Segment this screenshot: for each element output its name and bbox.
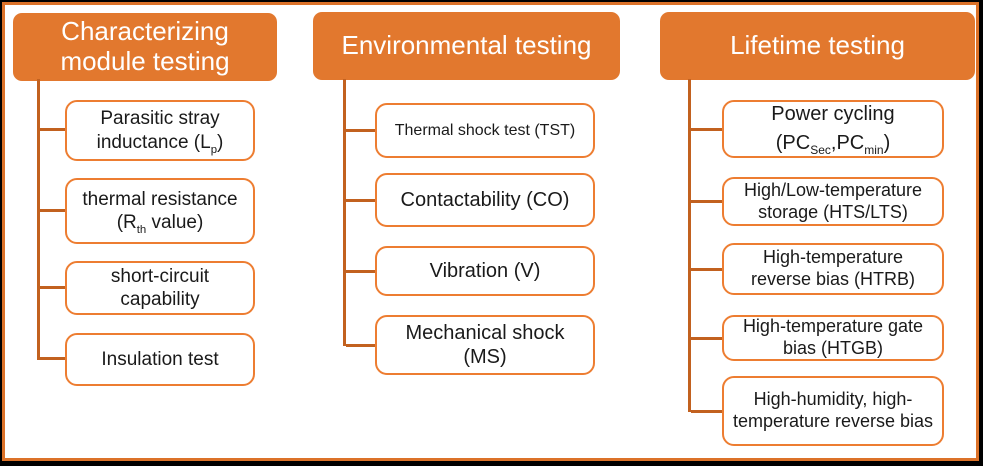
subscript: th	[136, 223, 147, 236]
item-line: capability	[120, 289, 200, 310]
connector-stub	[40, 128, 65, 131]
item-line: (MS)	[463, 346, 507, 368]
item-short-circuit-capability: short-circuit capability	[65, 261, 255, 315]
connector-vline-col3	[688, 79, 691, 412]
header-environmental-testing: Environmental testing	[313, 12, 620, 80]
item-line: reverse bias (HTRB)	[750, 269, 916, 289]
item-contactability: Contactability (CO)	[375, 173, 595, 227]
connector-stub	[346, 344, 375, 347]
connector-vline-col2	[343, 79, 346, 346]
connector-stub	[40, 209, 65, 212]
item-high-temperature-gate-bias: High-temperature gate bias (HTGB)	[722, 315, 944, 361]
item-line: temperature reverse bias	[732, 411, 934, 431]
item-line: storage (HTS/LTS)	[758, 201, 908, 222]
item-line: Vibration (V)	[429, 259, 541, 282]
item-power-cycling: Power cycling (PCSec,PCmin)	[722, 100, 944, 158]
item-line: thermal resistance	[82, 188, 238, 210]
connector-stub	[691, 128, 722, 131]
item-line: Mechanical shock	[405, 321, 565, 344]
header-label: Lifetime testing	[730, 30, 905, 61]
item-line: (Rth value)	[116, 212, 204, 236]
item-high-low-temperature-storage: High/Low-temperature storage (HTS/LTS)	[722, 177, 944, 226]
connector-vline-col1	[37, 79, 40, 360]
subscript: min	[864, 143, 884, 157]
connector-stub	[691, 268, 722, 271]
connector-stub	[40, 286, 65, 289]
item-line: High/Low-temperature	[743, 179, 923, 200]
subscript: Sec	[810, 143, 831, 157]
item-line: bias (HTGB)	[782, 338, 883, 358]
connector-stub	[691, 200, 722, 203]
item-line: High-humidity, high-	[753, 389, 913, 410]
item-line: High-temperature gate	[742, 316, 924, 337]
item-line: short-circuit	[110, 265, 210, 287]
item-thermal-shock-test: Thermal shock test (TST)	[375, 103, 595, 158]
connector-stub	[691, 337, 722, 340]
connector-stub	[346, 199, 375, 202]
item-high-temperature-reverse-bias: High-temperature reverse bias (HTRB)	[722, 243, 944, 295]
item-mechanical-shock: Mechanical shock (MS)	[375, 315, 595, 375]
item-line: (PCSec,PCmin)	[775, 132, 891, 157]
item-line: Parasitic stray	[100, 108, 220, 130]
connector-stub	[691, 410, 722, 413]
item-thermal-resistance: thermal resistance (Rth value)	[65, 178, 255, 244]
item-insulation-test: Insulation test	[65, 333, 255, 386]
connector-stub	[346, 129, 375, 132]
subscript: p	[210, 143, 218, 156]
item-line: Contactability (CO)	[400, 188, 570, 211]
connector-stub	[40, 357, 65, 360]
item-vibration: Vibration (V)	[375, 246, 595, 296]
header-lifetime-testing: Lifetime testing	[660, 12, 975, 80]
item-line: inductance (Lp)	[96, 131, 224, 156]
header-label: Environmental testing	[341, 30, 592, 61]
item-high-humidity-high-temperature-reverse-bias: High-humidity, high- temperature reverse…	[722, 376, 944, 446]
item-line: High-temperature	[762, 247, 904, 268]
item-line: Power cycling	[771, 103, 895, 125]
header-characterizing-module-testing: Characterizing module testing	[13, 13, 277, 81]
item-parasitic-stray-inductance: Parasitic stray inductance (Lp)	[65, 100, 255, 161]
item-line: Insulation test	[101, 348, 219, 370]
connector-stub	[346, 270, 375, 273]
item-line: Thermal shock test (TST)	[394, 121, 576, 139]
header-label: Characterizing module testing	[60, 16, 230, 76]
